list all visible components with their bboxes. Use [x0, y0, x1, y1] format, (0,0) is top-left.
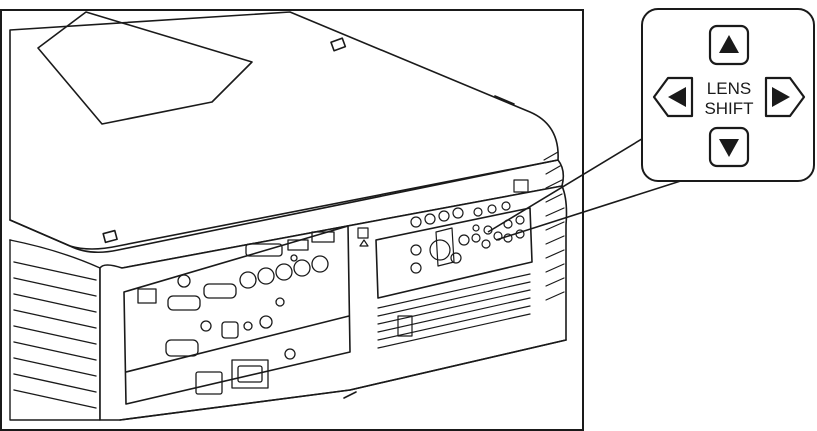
lens-shift-callout: LENS SHIFT — [641, 8, 815, 182]
top-vent-slot — [494, 95, 515, 105]
callout-box — [641, 8, 815, 182]
control-panel — [375, 207, 533, 299]
base-foot — [343, 391, 357, 399]
top-marker — [102, 229, 118, 244]
triangle-right-icon — [772, 87, 790, 107]
side-grille — [9, 239, 101, 421]
top-marker — [330, 37, 347, 52]
control-buttons — [357, 179, 529, 274]
triangle-up-icon — [719, 35, 739, 53]
lens-shift-right-button[interactable] — [764, 76, 806, 118]
lens-shift-down-button[interactable] — [708, 126, 750, 168]
io-panel-divider — [125, 315, 350, 373]
lens-shift-label-line2: SHIFT — [704, 99, 753, 118]
projector-top-surface — [9, 11, 559, 250]
triangle-down-icon — [719, 139, 739, 157]
callout-pointer — [487, 127, 691, 241]
io-panel — [123, 225, 351, 405]
triangle-left-icon — [668, 87, 686, 107]
projector-illustration — [9, 11, 568, 421]
projector-base — [119, 339, 567, 421]
front-vent — [377, 273, 531, 349]
lens-shift-up-button[interactable] — [708, 24, 750, 66]
io-connectors — [137, 231, 335, 395]
lens-shift-left-button[interactable] — [652, 76, 694, 118]
lens-shift-label-line1: LENS — [707, 79, 751, 98]
projector-front-face — [99, 185, 568, 421]
top-access-panel — [37, 11, 253, 125]
right-side-vent — [543, 151, 565, 301]
